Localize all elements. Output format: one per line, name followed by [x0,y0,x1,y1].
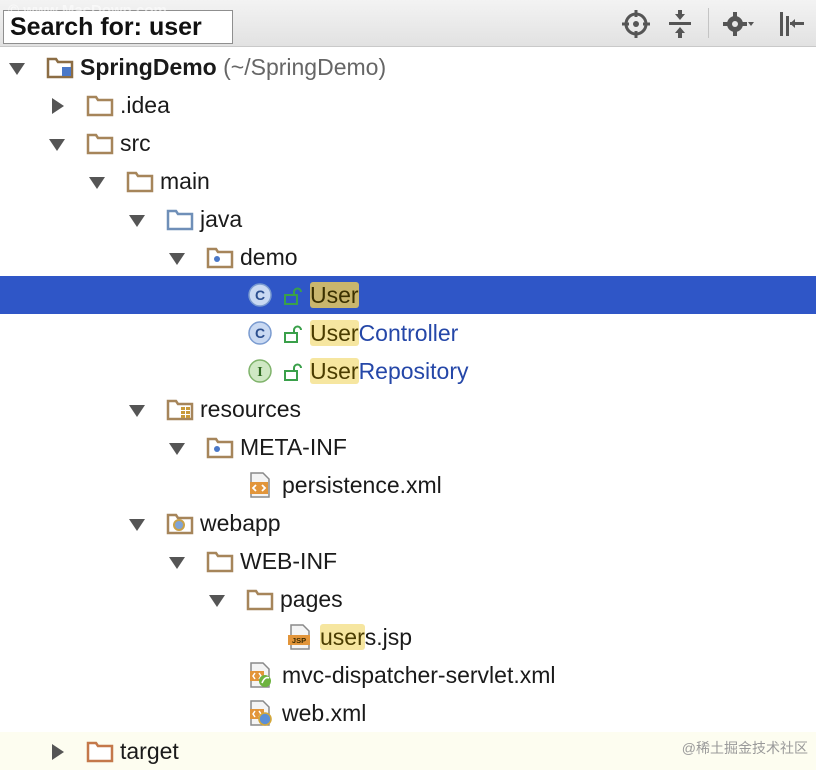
folder-label: WEB-INF [240,548,338,574]
tree-row-resources[interactable]: resources [0,390,816,428]
folder-icon [86,130,114,156]
collapse-all-icon[interactable] [664,8,696,40]
search-field[interactable]: Search for: user [3,10,233,44]
search-match: User [310,358,359,384]
hide-panel-icon[interactable] [776,8,808,40]
package-icon [206,244,234,270]
class-icon: C [246,320,274,346]
expanded-arrow-icon[interactable] [48,135,66,153]
expanded-arrow-icon[interactable] [128,515,146,533]
folder-label: pages [280,586,343,612]
tree-row-user[interactable]: C User [0,276,816,314]
folder-label: META-INF [240,434,347,460]
web-xml-file-icon [246,700,274,726]
tree-row-java[interactable]: java [0,200,816,238]
expanded-arrow-icon[interactable] [168,439,186,457]
watermark-bottom: @稀土掘金技术社区 [681,740,808,756]
expanded-arrow-icon[interactable] [168,553,186,571]
folder-label: resources [200,396,301,422]
folder-label: webapp [200,510,281,536]
file-label: mvc-dispatcher-servlet.xml [282,662,556,688]
tree-row-main[interactable]: main [0,162,816,200]
tree-row-user-controller[interactable]: C UserController [0,314,816,352]
tree-row-web-inf[interactable]: WEB-INF [0,542,816,580]
folder-icon [86,92,114,118]
tree-row-webapp[interactable]: webapp [0,504,816,542]
folder-label: src [120,130,151,156]
search-match: user [320,624,365,650]
expanded-arrow-icon[interactable] [168,249,186,267]
watermark-top: © www.MacDown.com [8,2,167,19]
tree-row-pages[interactable]: pages [0,580,816,618]
interface-icon: I [246,358,274,384]
class-icon: C [246,282,274,308]
svg-text:C: C [255,287,265,303]
gear-icon[interactable] [722,8,754,40]
expanded-arrow-icon[interactable] [128,401,146,419]
package-icon [206,434,234,460]
tree-row-users-jsp[interactable]: JSP users.jsp [0,618,816,656]
tree-row-springdemo[interactable]: SpringDemo (~/SpringDemo) [0,48,816,86]
toolbar: Search for: user © www.MacDown.com [0,0,816,47]
expanded-arrow-icon[interactable] [128,211,146,229]
unlock-icon [282,324,302,344]
unlock-icon [282,362,302,382]
source-folder-icon [166,206,194,232]
tree-row-web-xml[interactable]: web.xml [0,694,816,732]
project-path: (~/SpringDemo) [223,54,387,80]
class-label: UserController [310,320,459,346]
folder-label: demo [240,244,298,270]
folder-label: main [160,168,210,194]
tree-row-src[interactable]: src [0,124,816,162]
search-match: User [310,320,359,346]
tree-row-dispatcher-xml[interactable]: mvc-dispatcher-servlet.xml [0,656,816,694]
project-name: SpringDemo (~/SpringDemo) [80,54,387,80]
svg-text:C: C [255,325,265,341]
search-query: user [148,13,202,41]
svg-text:I: I [257,365,262,380]
collapsed-arrow-icon[interactable] [48,743,66,761]
file-label: persistence.xml [282,472,442,498]
class-label: UserRepository [310,358,469,384]
unlock-icon [282,286,302,306]
expanded-arrow-icon[interactable] [208,591,226,609]
jsp-file-icon: JSP [286,624,314,650]
tree-row-idea[interactable]: .idea [0,86,816,124]
expanded-arrow-icon[interactable] [88,173,106,191]
search-label: Search for: [10,13,142,41]
tree-row-persistence-xml[interactable]: persistence.xml [0,466,816,504]
expanded-arrow-icon[interactable] [8,59,26,77]
folder-icon [126,168,154,194]
tree-row-target[interactable]: target [0,732,816,770]
project-folder-icon [46,54,74,80]
excluded-folder-icon [86,738,114,764]
folder-icon [246,586,274,612]
file-label: users.jsp [320,624,413,650]
class-label: User [310,280,359,310]
file-label: web.xml [282,700,367,726]
spring-xml-file-icon [246,662,274,688]
folder-icon [206,548,234,574]
locate-icon[interactable] [620,8,652,40]
tree-row-meta-inf[interactable]: META-INF [0,428,816,466]
tree-row-user-repository[interactable]: I UserRepository [0,352,816,390]
svg-text:JSP: JSP [292,636,306,645]
resources-folder-icon [166,396,194,422]
search-match: User [310,282,359,308]
folder-label: .idea [120,92,170,118]
folder-label: target [120,738,179,764]
tree-row-demo[interactable]: demo [0,238,816,276]
xml-file-icon [246,472,274,498]
folder-label: java [200,206,243,232]
collapsed-arrow-icon[interactable] [48,97,66,115]
web-folder-icon [166,510,194,536]
